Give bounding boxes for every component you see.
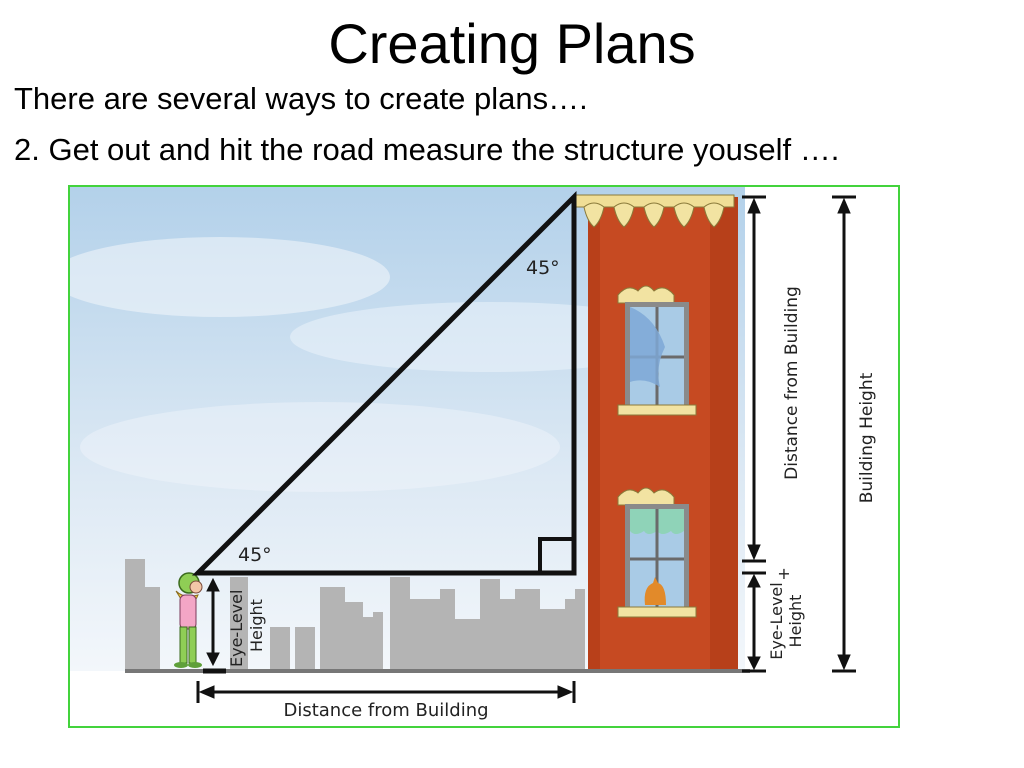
diagram-svg: 45° 45° Eye-Level Height Distance from B… xyxy=(70,187,877,721)
eye-level-label-right-line2: Height xyxy=(786,595,805,648)
eye-level-label-left-line1: Eye-Level xyxy=(227,590,246,667)
building-height-dimension xyxy=(832,195,856,673)
cloud xyxy=(70,237,390,317)
distance-dimension-bottom xyxy=(196,681,576,703)
cloud xyxy=(80,402,560,492)
eye-level-dimension-left xyxy=(203,577,226,674)
building-height-label: Building Height xyxy=(857,372,877,503)
person-figure xyxy=(174,572,203,668)
upper-window xyxy=(617,285,697,416)
eye-level-label-left-line2: Height xyxy=(247,599,266,652)
city-skyline xyxy=(125,559,585,671)
building-height-diagram: 45° 45° Eye-Level Height Distance from B… xyxy=(68,185,900,728)
angle-label-top: 45° xyxy=(526,257,560,279)
distance-label-bottom: Distance from Building xyxy=(283,700,488,721)
plus-sign: + xyxy=(777,564,790,583)
bullet-text-2: 2. Get out and hit the road measure the … xyxy=(14,132,840,167)
cat xyxy=(644,577,666,605)
distance-label-right: Distance from Building xyxy=(782,286,802,480)
lower-window xyxy=(617,487,697,618)
right-angle-marker xyxy=(538,537,574,573)
bullet-text-1: There are several ways to create plans…. xyxy=(14,81,588,116)
measurement-triangle xyxy=(191,190,577,576)
slide-title: Creating Plans xyxy=(328,12,696,75)
distance-dimension-right xyxy=(742,195,766,563)
cornice-ornament xyxy=(573,194,735,228)
eye-level-label-right-line1: Eye-Level xyxy=(767,582,786,659)
angle-label-bottom: 45° xyxy=(238,544,272,566)
eye-level-dimension-right xyxy=(742,571,766,673)
